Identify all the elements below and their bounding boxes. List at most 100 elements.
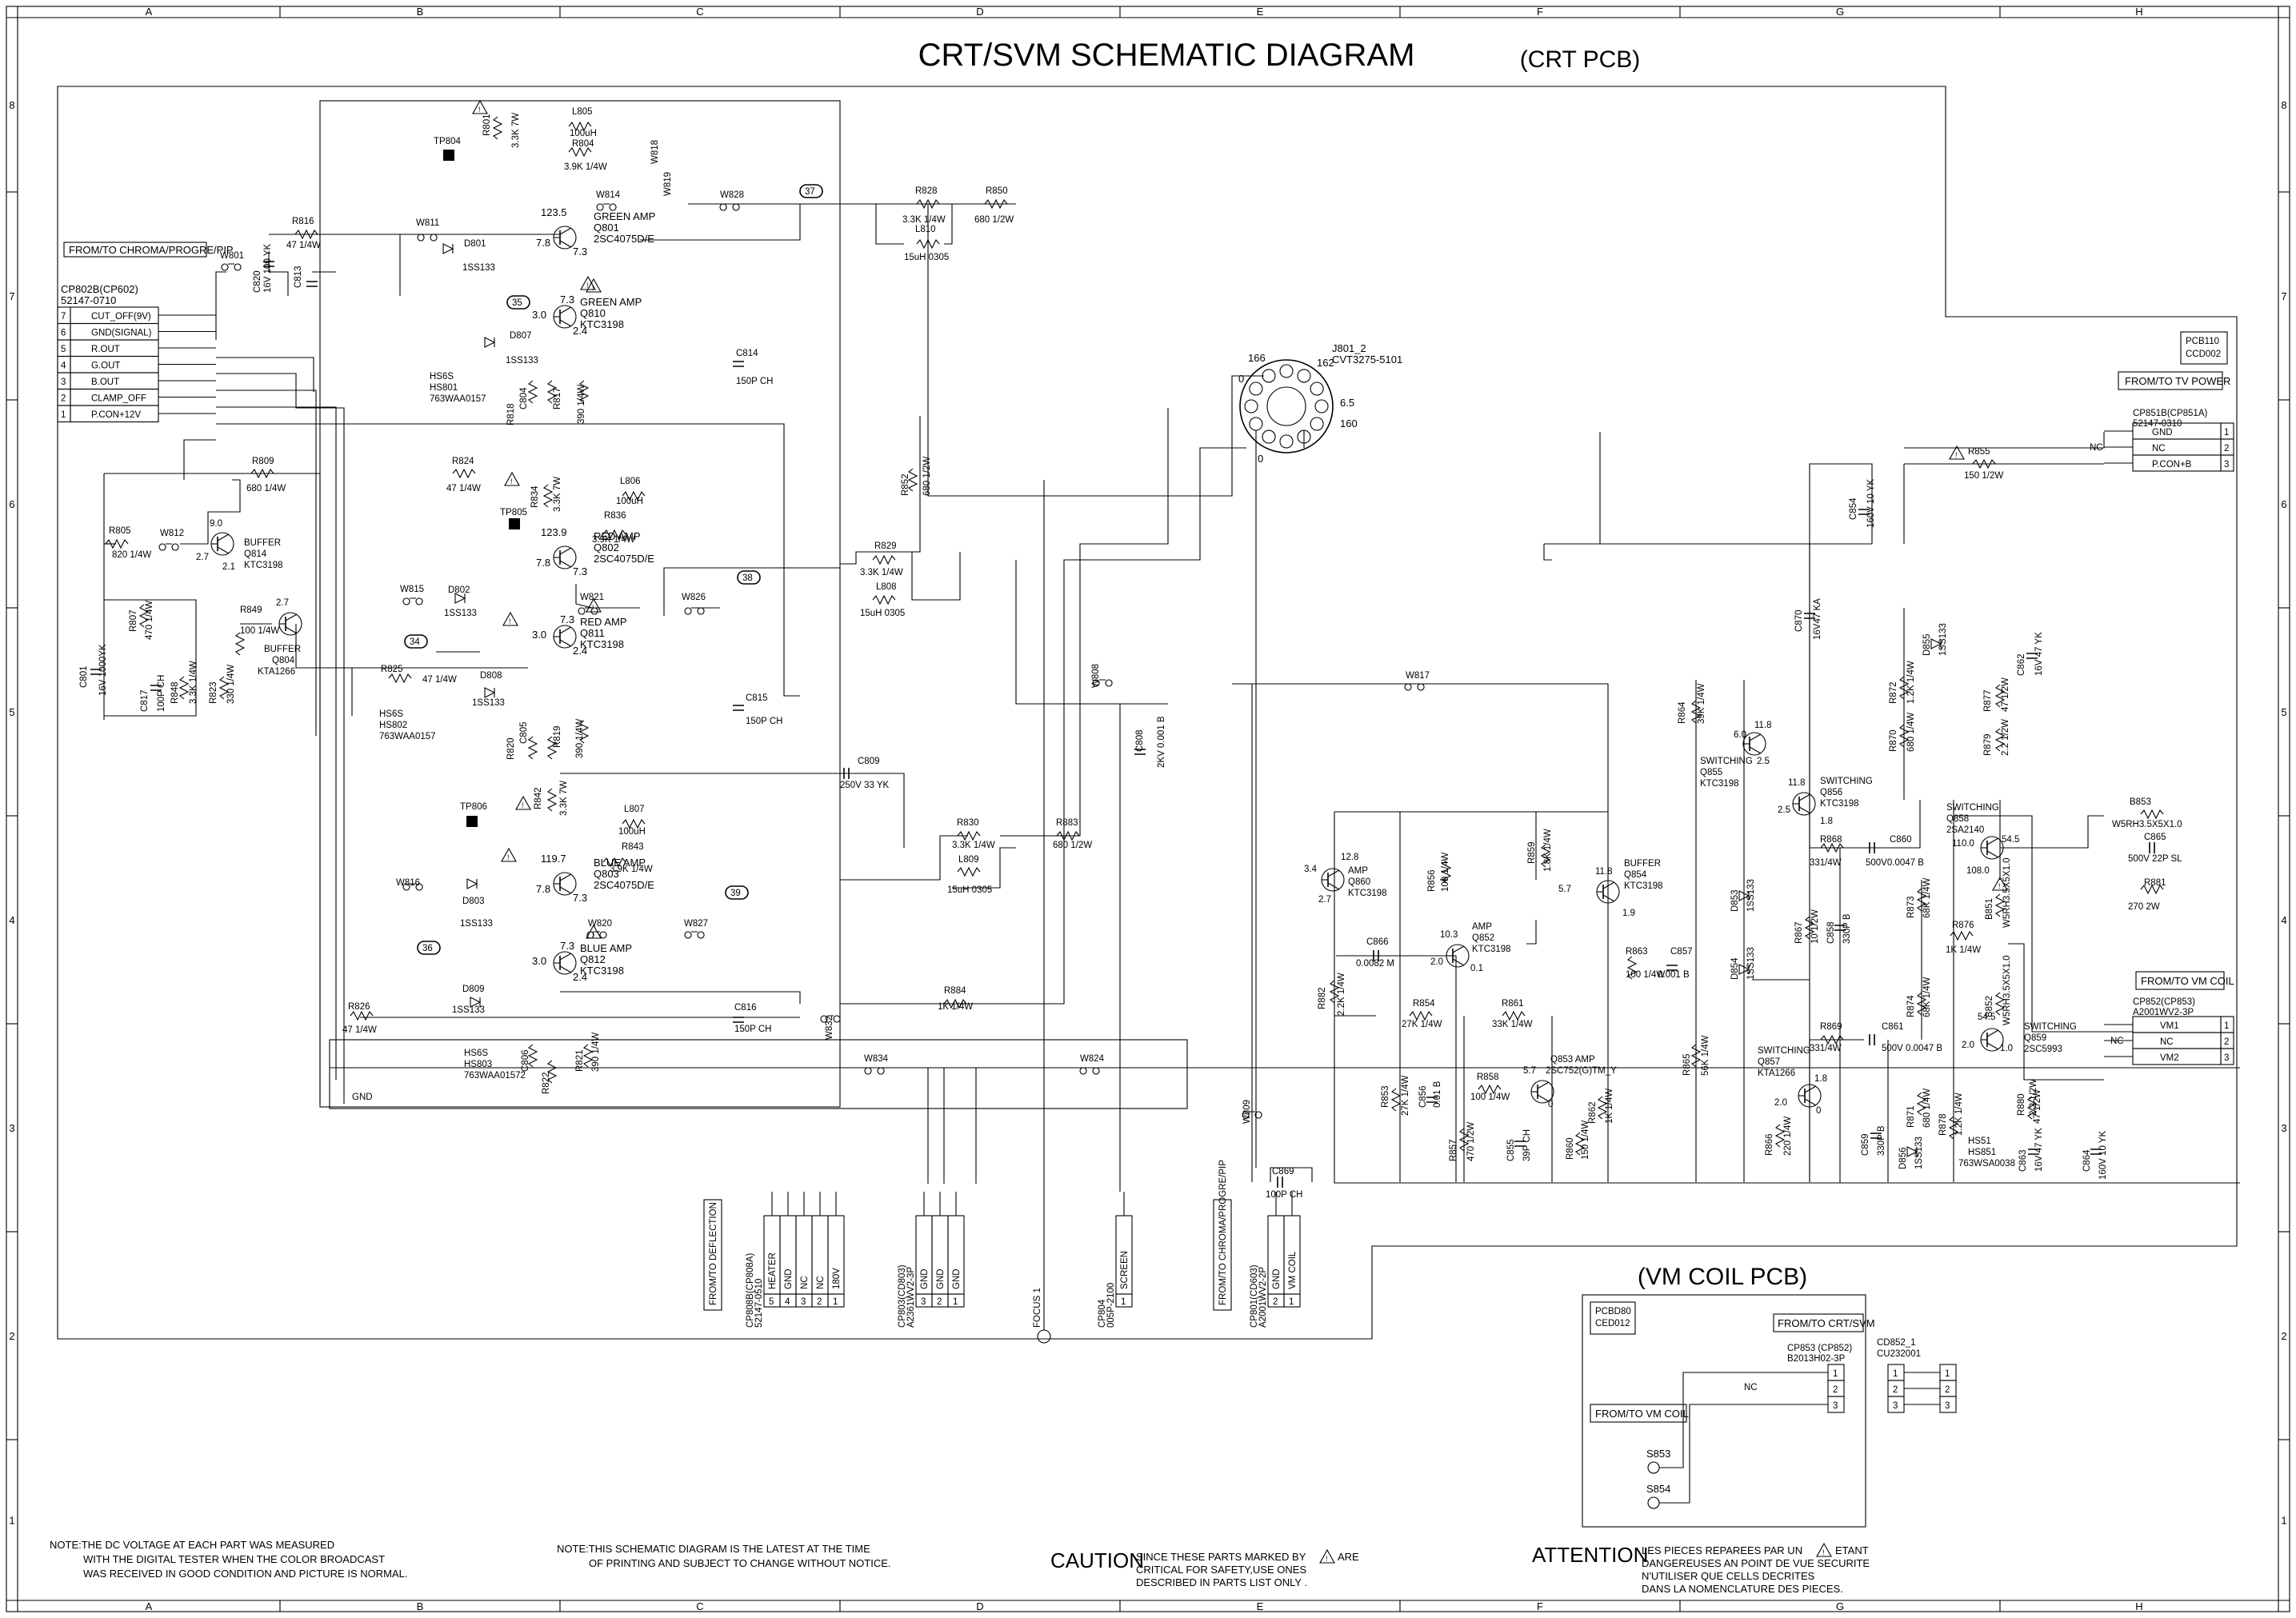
r829 (872, 554, 896, 565)
svg-text:ETANT: ETANT (1835, 1544, 1869, 1556)
r823v-label: 330 1/4W (226, 665, 236, 704)
r864-label: R864 (1678, 701, 1687, 724)
r826 (350, 1010, 374, 1021)
v19-label: 1.9 (1622, 909, 1635, 918)
q859-label: SWITCHING (2024, 1022, 2077, 1032)
r879v-label: 2.2 1/2W (2001, 719, 2010, 756)
d809 (470, 997, 482, 1008)
v103-label: 10.3 (1440, 930, 1458, 940)
wire (2000, 815, 2104, 849)
q859p-label: 2SC5993 (2024, 1045, 2062, 1054)
r861-label: R861 (1502, 999, 1524, 1009)
wire (560, 773, 905, 848)
r809-label: R809 (252, 457, 274, 466)
transistor-part: 2SC4075D/E (594, 553, 654, 565)
transistor-ref: Q810 (580, 307, 606, 319)
c860 (1869, 842, 1875, 853)
r805v-label: 820 1/4W (112, 550, 151, 560)
pin-name: GND (784, 1268, 794, 1289)
v20-label: 2.0 (1430, 957, 1443, 967)
c859 (1870, 1133, 1882, 1139)
connector-ref: CP803(CD803) (898, 1264, 907, 1328)
r849-label: R849 (240, 605, 262, 615)
b852 (1994, 992, 2006, 1016)
pin-number: 2 (61, 394, 66, 404)
c863v-label: 16V 47 YK (2034, 1128, 2044, 1172)
r882 (1329, 980, 1340, 1004)
socket-pin (1297, 369, 1311, 383)
row-label: 5 (9, 706, 14, 718)
r834v-label: 3.3K 7W (553, 477, 562, 512)
tp804-label: TP804 (434, 137, 461, 146)
pin-number: 1 (1833, 1369, 1838, 1379)
n38-label: 38 (742, 573, 753, 583)
r829-label: R829 (874, 541, 897, 551)
b851v-label: W5RH3.5X5X1.0 (2002, 857, 2012, 928)
c857v-label: 0.001 B (1658, 970, 1690, 980)
d801v-label: 1SS133 (462, 263, 495, 273)
r855v-label: 150 1/2W (1964, 471, 2003, 481)
c820 (263, 261, 274, 267)
q856 (1792, 792, 1816, 816)
pin-name: GND (952, 1268, 962, 1289)
r807v-label: 470 1/4W (145, 601, 154, 640)
r849 (234, 632, 246, 656)
tp805 (509, 518, 520, 529)
r805 (105, 538, 129, 549)
c855 (1514, 1141, 1526, 1147)
wire (927, 204, 1264, 497)
l809-label: L809 (958, 855, 979, 865)
warning-icon (472, 100, 488, 114)
v25b-label: 2.5 (1778, 805, 1790, 815)
q855-label: SWITCHING (1700, 757, 1753, 766)
d854-label: D854 (1730, 957, 1740, 980)
v20c-label: 2.0 (1962, 1041, 1974, 1050)
svg-text:52147-0310: 52147-0310 (2133, 419, 2182, 429)
j801-part: CVT3275-5101 (1332, 354, 1402, 366)
pin-number: 5 (769, 1297, 774, 1307)
pin-number: 1 (1893, 1369, 1898, 1379)
w832 (820, 1015, 841, 1023)
r824 (452, 468, 476, 479)
wire (1543, 544, 1552, 561)
wire (104, 473, 321, 1104)
row-label: 3 (9, 1122, 14, 1134)
voltage: 7.3 (573, 892, 587, 904)
r873 (1916, 888, 1927, 912)
row-label: 2 (2281, 1330, 2286, 1342)
voltage: 2.4 (573, 645, 587, 657)
svg-text:PCBD80: PCBD80 (1595, 1307, 1631, 1316)
cp802-connector: FROM/TO CHROMA/PROGRE/PIP CP802B(CP602) … (57, 242, 234, 423)
pin-name: GND (1272, 1268, 1282, 1289)
v545-label: 54.5 (2002, 835, 2019, 845)
wire (575, 584, 640, 609)
svg-text:PCB110: PCB110 (2186, 337, 2219, 346)
col-label: D (976, 1600, 983, 1612)
svg-text:CP851B(CP851A): CP851B(CP851A) (2133, 409, 2207, 418)
b853-label: B853 (2130, 797, 2151, 807)
r828-label: R828 (915, 186, 938, 196)
d809-label: D809 (462, 985, 485, 994)
pin-number: 1 (61, 410, 66, 420)
amp-label: BLUE AMP (580, 942, 632, 954)
connector-title: FROM/TO DEFLECTION (709, 1202, 718, 1305)
w801 (221, 263, 242, 271)
c862-label: C862 (2017, 654, 2026, 677)
r865 (1690, 1044, 1702, 1068)
c863-label: C863 (2018, 1150, 2028, 1173)
r855-label: R855 (1968, 447, 1990, 457)
transistor-part: KTC3198 (580, 638, 624, 650)
n35-label: 35 (512, 298, 522, 308)
pin-0a: 0 (1238, 373, 1244, 385)
d803-label: D803 (462, 897, 485, 906)
pin-number: 4 (785, 1297, 790, 1307)
c870v-label: 16V47 KA (1813, 598, 1822, 640)
r869 (1820, 1034, 1844, 1045)
d855 (1930, 638, 1942, 649)
c863 (2028, 1149, 2039, 1155)
pin-number: 3 (1893, 1401, 1898, 1411)
n37-label: 37 (805, 187, 815, 197)
pin-160: 160 (1340, 417, 1358, 429)
cp852-title: FROM/TO VM COIL (2141, 975, 2234, 987)
col-label: A (146, 1600, 153, 1612)
